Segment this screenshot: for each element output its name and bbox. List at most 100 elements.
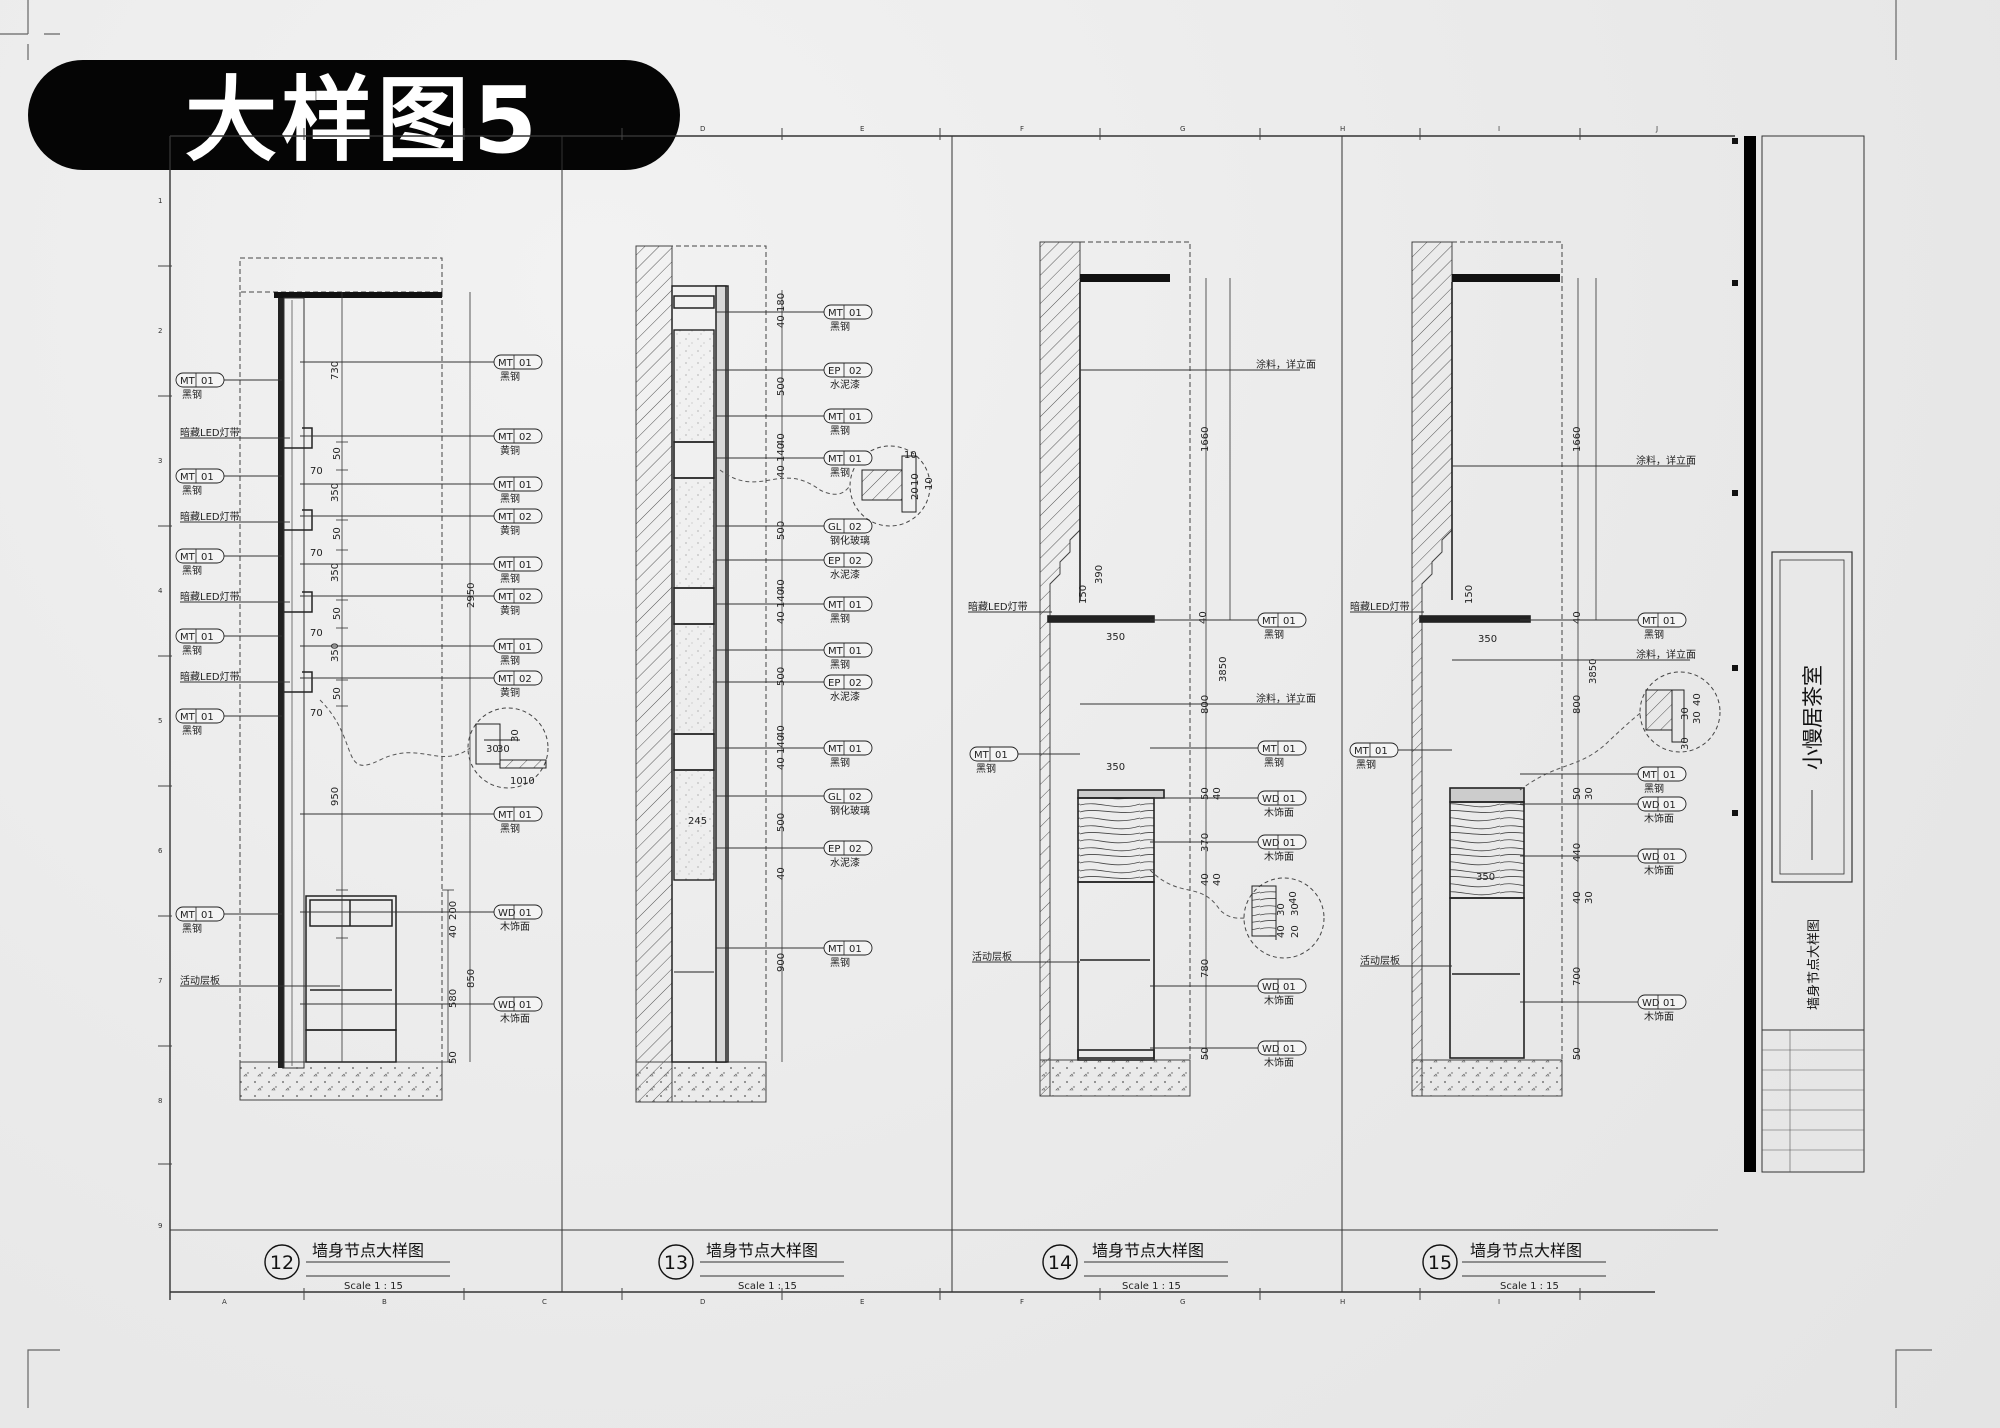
tag-code: MT — [180, 712, 196, 723]
grid-label: I — [1498, 125, 1500, 133]
paint-label: 涂料，详立面 — [1080, 358, 1316, 371]
svg-text:墙身节点大样图: 墙身节点大样图 — [706, 1241, 818, 1260]
svg-text:3: 3 — [158, 457, 162, 465]
caption-15: 15 墙身节点大样图 Scale 1 : 15 — [1422, 1241, 1606, 1292]
tag-material: 钢化玻璃 — [830, 804, 870, 817]
svg-text:13: 13 — [664, 1252, 688, 1274]
svg-text:1660: 1660 — [1200, 427, 1211, 452]
tag-number: 01 — [849, 308, 862, 319]
title-banner — [28, 60, 680, 170]
tag-code: MT — [180, 552, 196, 563]
svg-text:50: 50 — [332, 687, 343, 700]
tag-material: 黄铜 — [500, 444, 520, 457]
svg-text:10: 10 — [904, 450, 917, 461]
tag-code: WD — [1262, 982, 1280, 993]
tag-code: MT — [1642, 770, 1658, 781]
tag-code: MT — [498, 560, 514, 571]
tag-code: MT — [828, 412, 844, 423]
tag-number: 01 — [201, 712, 214, 723]
svg-text:10: 10 — [910, 473, 921, 486]
svg-text:40: 40 — [776, 725, 787, 738]
svg-text:50: 50 — [1572, 787, 1583, 800]
sheet-name: 墙身节点大样图 — [1806, 919, 1822, 1010]
tag-code: WD — [1262, 838, 1280, 849]
tag-code: WD — [1262, 1044, 1280, 1055]
svg-text:350: 350 — [330, 643, 341, 662]
tag-code: MT — [180, 632, 196, 643]
svg-text:Scale 1 : 15: Scale 1 : 15 — [738, 1281, 797, 1292]
paint-label: 涂料，详立面 — [1452, 454, 1696, 467]
svg-text:440: 440 — [1572, 843, 1583, 862]
tag-number: 02 — [519, 432, 532, 443]
svg-text:40: 40 — [776, 611, 787, 624]
tag-material: 水泥漆 — [830, 378, 860, 391]
tag-code: MT — [828, 646, 844, 657]
svg-text:Scale 1 : 15: Scale 1 : 15 — [1122, 1281, 1181, 1292]
tag-number: 01 — [201, 552, 214, 563]
tag-code: GL — [828, 522, 842, 533]
svg-text:140: 140 — [776, 589, 787, 608]
tag-code: MT — [828, 454, 844, 465]
tag-code: MT — [1354, 746, 1370, 757]
svg-text:活动层板: 活动层板 — [180, 974, 220, 987]
svg-text:20: 20 — [910, 487, 921, 500]
tag-code: MT — [180, 472, 196, 483]
tag-number: 01 — [519, 480, 532, 491]
tag-number: 02 — [519, 512, 532, 523]
svg-text:500: 500 — [776, 521, 787, 540]
tag-code: WD — [1262, 794, 1280, 805]
tag-code: MT — [498, 592, 514, 603]
tag-material: 黑钢 — [830, 756, 850, 769]
tag-code: MT — [498, 642, 514, 653]
svg-text:50: 50 — [448, 1051, 459, 1064]
tag-number: 01 — [201, 910, 214, 921]
svg-text:40: 40 — [448, 925, 459, 938]
svg-text:245: 245 — [688, 816, 707, 827]
svg-text:墙身节点大样图: 墙身节点大样图 — [1470, 1241, 1582, 1260]
tag-number: 01 — [519, 1000, 532, 1011]
tag-code: WD — [1642, 800, 1660, 811]
svg-text:730: 730 — [330, 361, 341, 380]
led-label: 暗藏LED灯带 — [180, 510, 290, 523]
svg-text:20: 20 — [1290, 925, 1301, 938]
paint-label: 涂料，详立面 — [1080, 692, 1316, 705]
svg-text:暗藏LED灯带: 暗藏LED灯带 — [180, 670, 240, 683]
svg-text:40: 40 — [1198, 611, 1209, 624]
tag-code: EP — [828, 678, 840, 689]
svg-text:2950: 2950 — [466, 583, 477, 608]
tag-material: 黑钢 — [182, 564, 202, 577]
svg-text:4: 4 — [158, 587, 163, 595]
grid-ticks — [158, 128, 1581, 1300]
svg-text:40: 40 — [776, 579, 787, 592]
svg-text:30: 30 — [1680, 707, 1691, 720]
svg-text:50: 50 — [1200, 1047, 1211, 1060]
svg-text:D: D — [700, 1298, 705, 1306]
crop-mark-top-left — [0, 0, 60, 60]
tag-number: 01 — [519, 908, 532, 919]
tag-material: 黑钢 — [182, 644, 202, 657]
svg-text:活动层板: 活动层板 — [1360, 954, 1400, 967]
svg-text:140: 140 — [776, 735, 787, 754]
tag-material: 钢化玻璃 — [830, 534, 870, 547]
svg-text:30: 30 — [1680, 737, 1691, 750]
svg-text:Scale 1 : 15: Scale 1 : 15 — [344, 1281, 403, 1292]
tag-material: 黄铜 — [500, 524, 520, 537]
svg-text:350: 350 — [1478, 634, 1497, 645]
